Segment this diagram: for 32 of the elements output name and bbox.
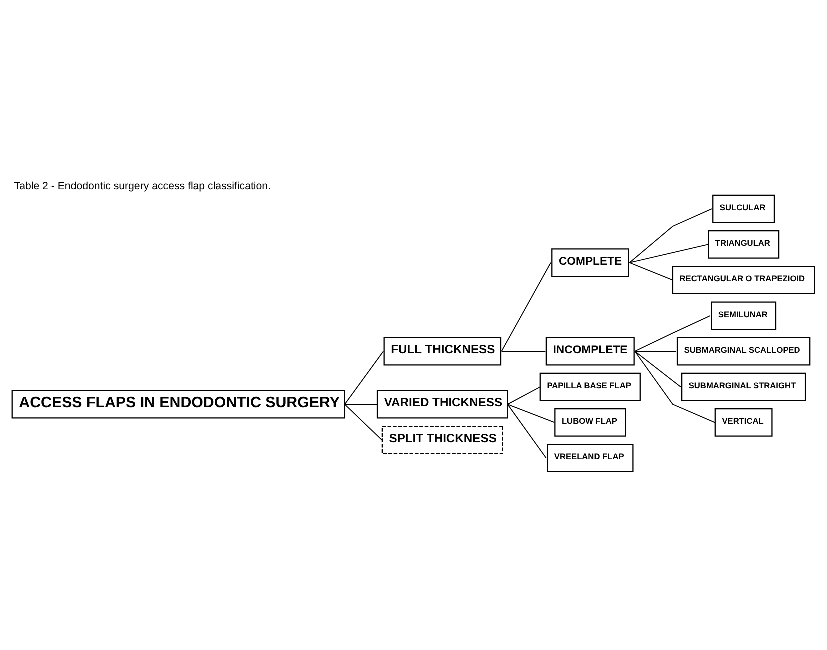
connector xyxy=(501,351,546,352)
node-box: LUBOW FLAP xyxy=(554,408,626,437)
node-box: SEMILUNAR xyxy=(711,302,777,330)
node-box: SPLIT THICKNESS xyxy=(382,426,504,454)
connector xyxy=(629,262,674,281)
node-box: ACCESS FLAPS IN ENDODONTIC SURGERY xyxy=(12,390,346,419)
node-box: TRIANGULAR xyxy=(708,230,780,259)
connector xyxy=(634,315,711,352)
diagram-title: Table 2 - Endodontic surgery access flap classification. xyxy=(14,180,272,193)
connector xyxy=(507,386,541,405)
node-box: SULCULAR xyxy=(712,194,776,224)
connector xyxy=(629,208,712,264)
connector xyxy=(629,244,709,264)
node-box: PAPILLA BASE FLAP xyxy=(540,372,641,402)
node-box: INCOMPLETE xyxy=(546,337,635,366)
connector xyxy=(507,404,547,459)
connector xyxy=(344,404,383,441)
connector xyxy=(344,404,378,405)
node-box: VARIED THICKNESS xyxy=(376,390,508,419)
node-box: FULL THICKNESS xyxy=(384,337,502,366)
node-box: SUBMARGINAL SCALLOPED xyxy=(676,337,811,366)
connector xyxy=(501,262,552,352)
node-box: VERTICAL xyxy=(714,408,773,437)
connector xyxy=(344,351,384,405)
connector xyxy=(634,351,682,388)
node-box: VREELAND FLAP xyxy=(547,444,634,473)
connector xyxy=(507,404,556,424)
node-box: COMPLETE xyxy=(552,248,630,278)
connector xyxy=(634,351,677,352)
node-box: SUBMARGINAL STRAIGHT xyxy=(682,372,806,402)
node-box: RECTANGULAR O TRAPEZIOID xyxy=(672,266,816,294)
connector xyxy=(634,351,716,424)
